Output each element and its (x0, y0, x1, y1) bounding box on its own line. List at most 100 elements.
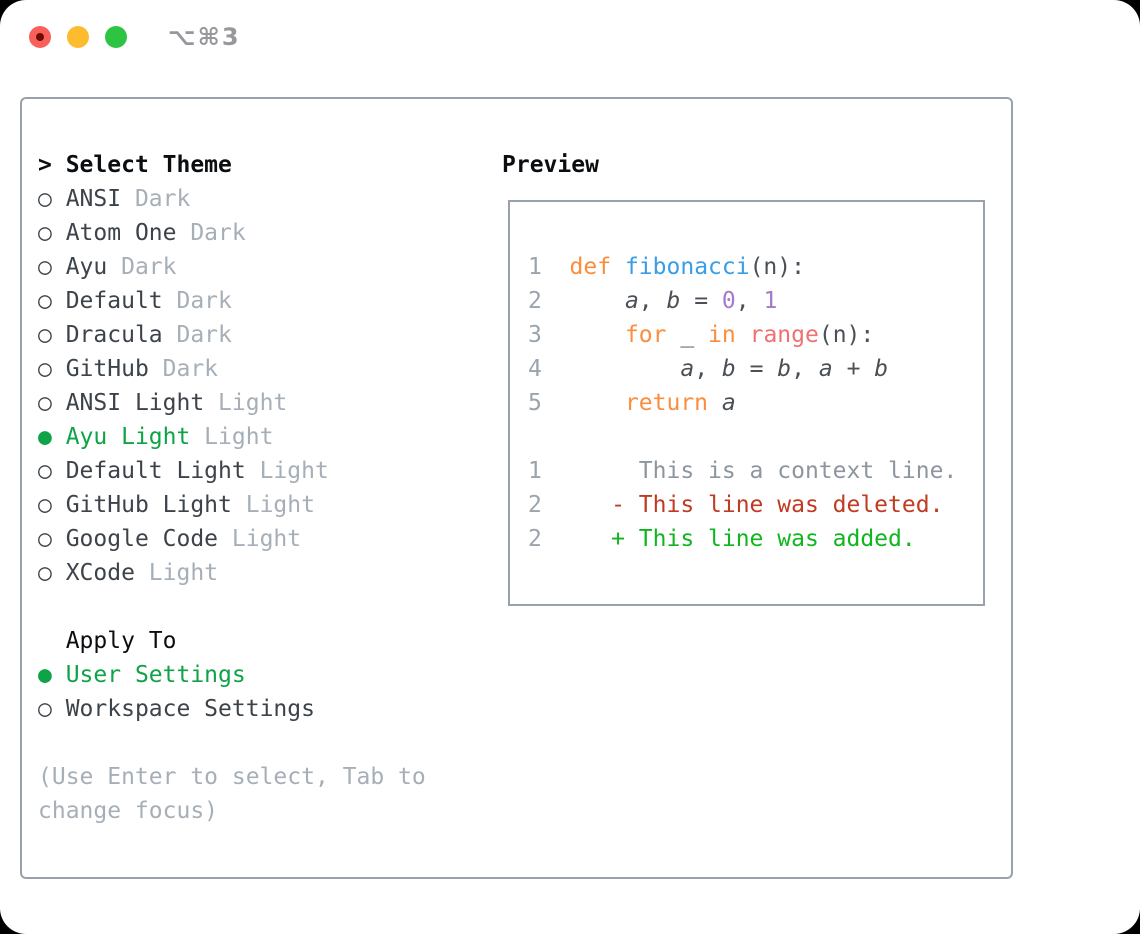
token-pl: = (680, 288, 722, 314)
token-pl: , (694, 356, 722, 382)
token-pl (570, 356, 681, 382)
token-pl (708, 390, 722, 416)
token-pl: , (638, 288, 667, 314)
token-pl (570, 390, 625, 416)
token-num: 0 (721, 288, 736, 314)
token-pl: , (791, 356, 819, 382)
theme-variant: Light (245, 458, 329, 484)
token-var: a (680, 356, 695, 382)
token-bi: range (749, 322, 819, 348)
close-button[interactable] (29, 26, 51, 48)
theme-variant: Dark (162, 322, 232, 348)
token-var: a (721, 390, 736, 416)
line-number: 4 (528, 356, 570, 382)
theme-option-default-light[interactable]: ○ Default Light Light (38, 454, 426, 488)
hint-text: change focus) (38, 798, 219, 824)
theme-option-dracula[interactable]: ○ Dracula Dark (38, 318, 426, 352)
apply-option-name: Workspace Settings (65, 696, 315, 722)
radio-selected-icon: ● (38, 662, 66, 688)
theme-variant: Dark (162, 288, 232, 314)
code-line: 1 def fibonacci(n): (528, 250, 957, 284)
hint-text: (Use Enter to select, Tab to (38, 764, 426, 790)
code-line: 4 a, b = b, a + b (528, 352, 957, 386)
theme-name: GitHub Light (65, 492, 232, 518)
theme-option-default[interactable]: ○ Default Dark (38, 284, 426, 318)
theme-variant: Light (204, 390, 288, 416)
theme-variant: Dark (176, 220, 246, 246)
diff-line-deleted: 2 - This line was deleted. (528, 488, 957, 522)
theme-variant: Light (218, 526, 302, 552)
line-number: 2 (528, 526, 570, 552)
theme-variant: Light (231, 492, 315, 518)
theme-option-xcode[interactable]: ○ XCode Light (38, 556, 426, 590)
token-pl (611, 254, 625, 280)
apply-to-title: Apply To (38, 628, 177, 654)
window-title: ⌥⌘3 (168, 23, 241, 51)
token-num: 1 (763, 288, 778, 314)
apply-option-user-settings[interactable]: ● User Settings (38, 658, 426, 692)
line-number: 3 (528, 322, 570, 348)
theme-list-header: > Select Theme (38, 148, 426, 182)
prompt-icon: > (38, 152, 66, 178)
token-pl: + (832, 356, 875, 382)
theme-name: Default Light (65, 458, 246, 484)
radio-icon: ○ (38, 254, 66, 280)
blank-line (528, 420, 957, 454)
token-var: a (624, 288, 639, 314)
token-pl: , (735, 288, 764, 314)
theme-variant: Light (134, 560, 219, 586)
apply-option-workspace-settings[interactable]: ○ Workspace Settings (38, 692, 426, 726)
token-add: + This line was added. (569, 526, 916, 552)
token-kw: return (624, 390, 709, 416)
theme-name: Google Code (65, 526, 219, 552)
theme-picker-panel: > Select Theme○ ANSI Dark○ Atom One Dark… (20, 97, 1013, 879)
theme-name: Ayu (65, 254, 108, 280)
token-del: - This line was deleted. (569, 492, 944, 518)
token-pl: _ (666, 322, 709, 348)
radio-icon: ○ (38, 390, 66, 416)
theme-option-ayu-light[interactable]: ● Ayu Light Light (38, 420, 426, 454)
theme-name: XCode (65, 560, 135, 586)
token-var: b (777, 356, 792, 382)
theme-option-github-light[interactable]: ○ GitHub Light Light (38, 488, 426, 522)
theme-variant: Dark (121, 186, 191, 212)
token-var: b (874, 356, 889, 382)
radio-icon: ○ (38, 220, 66, 246)
token-ctx: This is a context line. (569, 458, 958, 484)
theme-name: Default (65, 288, 163, 314)
theme-name: GitHub (65, 356, 149, 382)
theme-option-ansi-light[interactable]: ○ ANSI Light Light (38, 386, 426, 420)
token-pl (570, 288, 625, 314)
code-line: 5 return a (528, 386, 957, 420)
theme-variant: Dark (148, 356, 219, 382)
theme-list-title: Select Theme (65, 152, 232, 178)
token-kw: for (624, 322, 667, 348)
theme-option-atom-one[interactable]: ○ Atom One Dark (38, 216, 426, 250)
radio-icon: ○ (38, 458, 66, 484)
token-var: a (818, 356, 833, 382)
theme-option-ansi[interactable]: ○ ANSI Dark (38, 182, 426, 216)
theme-option-ayu[interactable]: ○ Ayu Dark (38, 250, 426, 284)
token-pl: (n): (818, 322, 875, 348)
theme-name: ANSI (65, 186, 122, 212)
theme-name: Ayu Light (65, 424, 191, 450)
diff-line-added: 2 + This line was added. (528, 522, 957, 556)
spacer (38, 590, 426, 624)
token-kw: in (708, 322, 736, 348)
traffic-lights (29, 26, 127, 48)
theme-option-google-code[interactable]: ○ Google Code Light (38, 522, 426, 556)
radio-icon: ○ (38, 492, 66, 518)
minimize-button[interactable] (67, 26, 89, 48)
line-number: 2 (528, 492, 570, 518)
radio-icon: ○ (38, 288, 66, 314)
token-pl (736, 322, 750, 348)
radio-icon: ○ (38, 186, 66, 212)
preview-header: Preview (502, 152, 599, 178)
theme-option-github[interactable]: ○ GitHub Dark (38, 352, 426, 386)
zoom-button[interactable] (105, 26, 127, 48)
theme-list: > Select Theme○ ANSI Dark○ Atom One Dark… (38, 148, 426, 828)
radio-icon: ○ (38, 356, 66, 382)
theme-name: Dracula (65, 322, 163, 348)
token-var: b (666, 288, 681, 314)
